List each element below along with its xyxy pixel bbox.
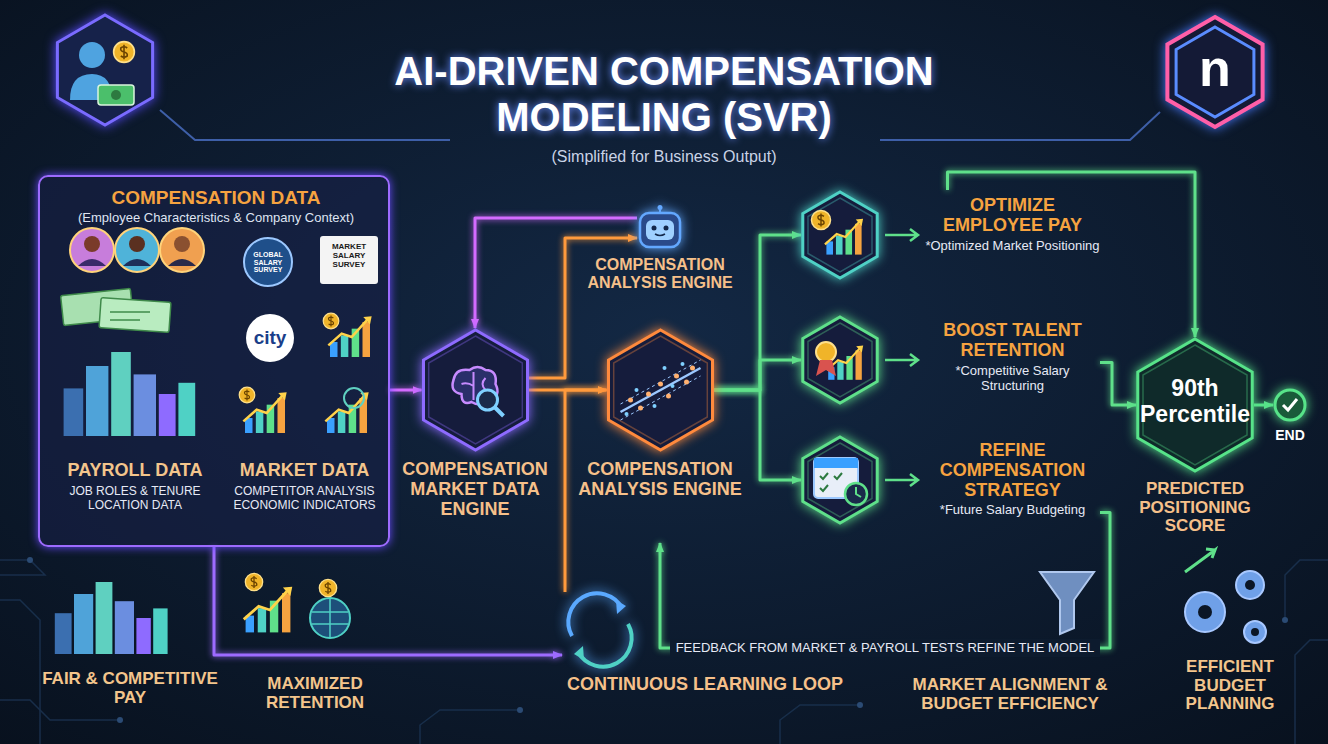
benefit-label: FAIR & COMPETITIVE PAY [40, 670, 220, 707]
flow-arrow [1100, 363, 1136, 406]
node-body: *Optimized Market Positioning [925, 239, 1100, 254]
node-heading: COMPENSATION ANALYSIS ENGINE [578, 460, 742, 500]
flow-arrow [214, 547, 562, 655]
robot-shape [637, 205, 683, 251]
logo-letter: n [1185, 40, 1245, 97]
title: AI-DRIVEN COMPENSATION MODELING (SVR) [294, 48, 1034, 140]
flow-arrow [714, 360, 802, 390]
node-body: PREDICTED POSITIONING SCORE [1120, 480, 1270, 536]
process-node: REFINE COMPENSATION STRATEGY *Future Sala… [795, 435, 1100, 530]
node-heading: 90th Percentile [1140, 375, 1250, 428]
hexagon-shape [801, 435, 879, 525]
node-body: JOB ROLES & TENURE LOCATION DATA [50, 485, 220, 513]
process-node: END [1268, 385, 1312, 451]
process-node: COMPENSATION ANALYSIS ENGINE [575, 198, 745, 320]
process-node: MARKET DATA COMPETITOR ANALYSIS ECONOMIC … [222, 385, 387, 537]
node-heading: PAYROLL DATA [50, 461, 220, 481]
node-body: *Competitive Salary Structuring [925, 364, 1100, 394]
hexagon-shape [801, 315, 879, 405]
flow-arrow [714, 235, 802, 390]
node-body: (Employee Characteristics & Company Cont… [50, 211, 382, 226]
node-body: COMPETITOR ANALYSIS ECONOMIC INDICATORS [222, 485, 387, 513]
subtitle: (Simplified for Business Output) [414, 148, 914, 166]
process-node: OPTIMIZE EMPLOYEE PAY *Optimized Market P… [795, 190, 1100, 285]
hexagon-shape [801, 190, 879, 280]
process-node: BOOST TALENT RETENTION*Competitive Salar… [795, 315, 1100, 410]
hexagon-shape [607, 328, 714, 452]
node-heading: REFINE COMPENSATION STRATEGY [925, 441, 1100, 500]
process-node: 90th PercentilePREDICTED POSITIONING SCO… [1120, 335, 1270, 542]
logo-text: MARKET SALARY SURVEY [322, 243, 376, 269]
process-node: PAYROLL DATA JOB ROLES & TENURE LOCATION … [50, 385, 220, 537]
flow-arrow [660, 513, 1110, 649]
node-heading: END [1268, 427, 1312, 443]
process-node: COMPENSATION ANALYSIS ENGINE [578, 328, 742, 543]
node-heading: COMPENSATION ANALYSIS ENGINE [575, 256, 745, 291]
benefit-label: EFFICIENT BUDGET PLANNING [1155, 658, 1305, 714]
flow-arrow [1254, 404, 1273, 407]
loop-shape [562, 592, 638, 668]
flow-arrow [390, 389, 422, 392]
logo-text: city [246, 327, 294, 349]
process-node: COMPENSATION MARKET DATA ENGINE [395, 328, 555, 540]
node-heading: CONTINUOUS LEARNING LOOP [540, 674, 870, 695]
node-heading: MARKET DATA [222, 461, 387, 481]
edge-label: FEEDBACK FROM MARKET & PAYROLL TESTS REF… [670, 639, 1101, 657]
hexagon-shape [422, 328, 529, 452]
node-body: *Future Salary Budgeting [925, 503, 1100, 518]
end-shape [1273, 388, 1307, 422]
benefit-label: MARKET ALIGNMENT & BUDGET EFFICIENCY [880, 676, 1140, 713]
node-heading: COMPENSATION MARKET DATA ENGINE [395, 460, 555, 519]
benefit-label: MAXIMIZED RETENTION [225, 675, 405, 712]
logo-text: GLOBAL SALARY SURVEY [246, 251, 290, 274]
node-heading: BOOST TALENT RETENTION [925, 321, 1100, 361]
group-panel: COMPENSATION DATA (Employee Characteristi… [38, 175, 390, 547]
node-heading: COMPENSATION DATA [50, 187, 382, 209]
node-heading: OPTIMIZE EMPLOYEE PAY [925, 196, 1100, 236]
